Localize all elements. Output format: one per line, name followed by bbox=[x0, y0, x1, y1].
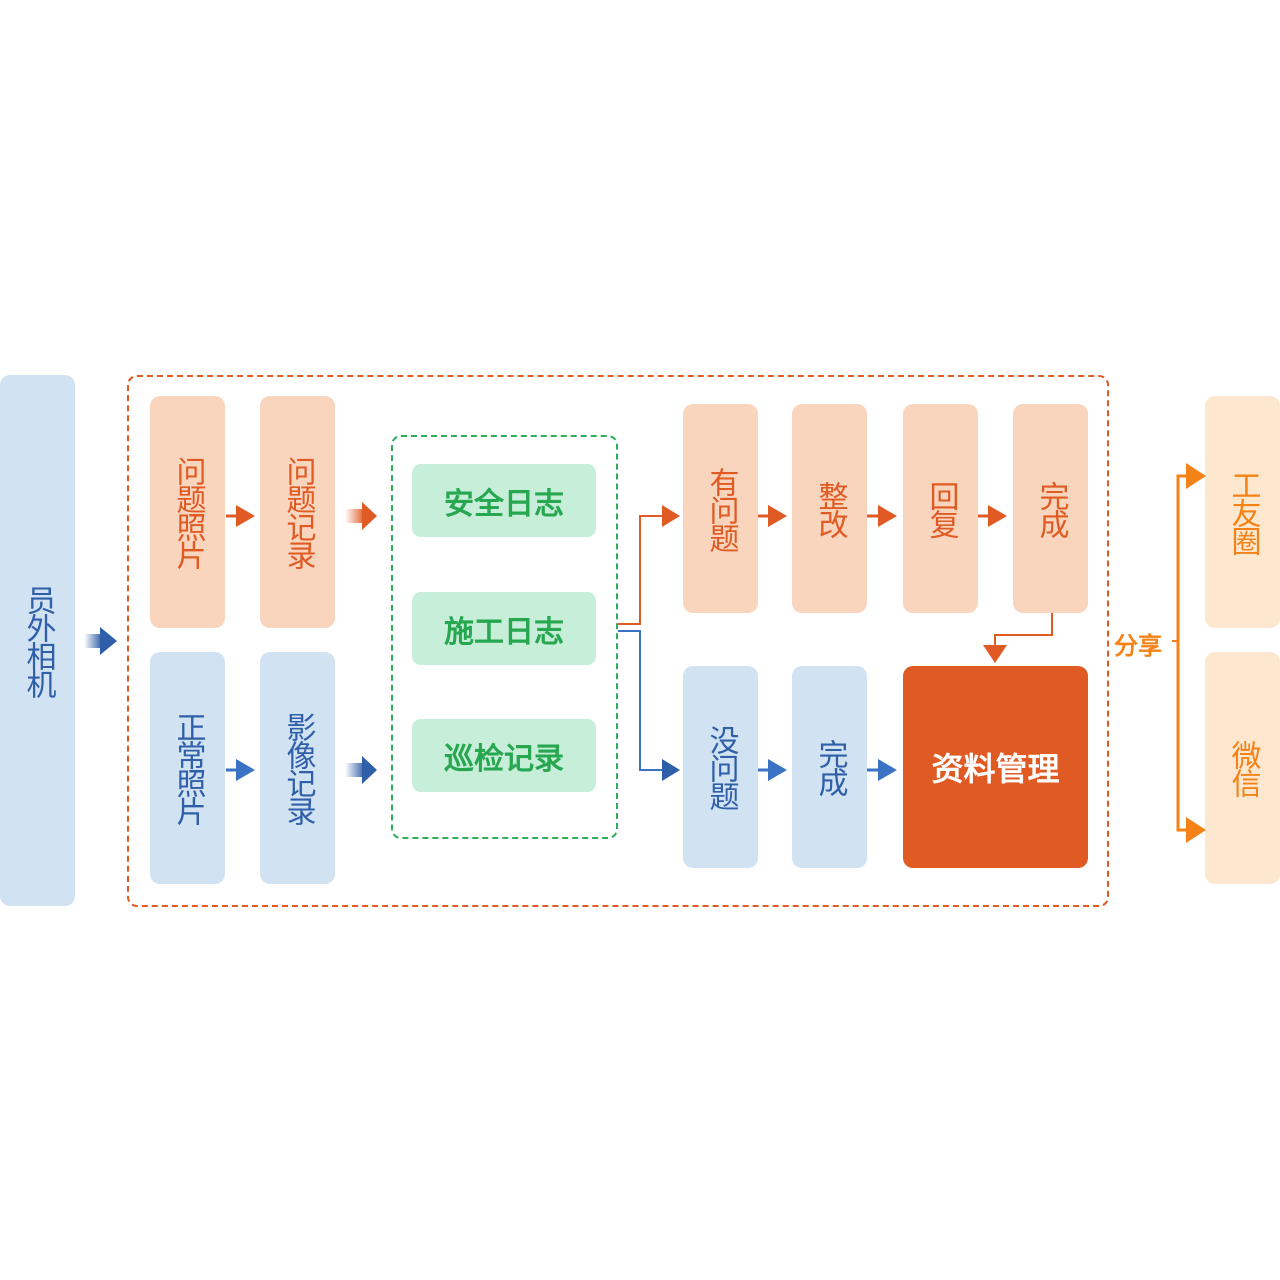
log-item-label: 安全日志 bbox=[444, 486, 564, 522]
logs-group bbox=[391, 435, 618, 839]
log-item-label: 施工日志 bbox=[444, 614, 564, 650]
log-item-label: 巡检记录 bbox=[444, 741, 564, 777]
share-label: 分享 bbox=[1112, 626, 1164, 661]
log-item-inspection[interactable]: 巡检记录 bbox=[412, 719, 596, 792]
flow-label: 完成 bbox=[812, 739, 848, 795]
data-management-label: 资料管理 bbox=[931, 750, 1060, 788]
share-bracket bbox=[1172, 463, 1206, 843]
flow-no-problem[interactable]: 没问题 bbox=[683, 666, 758, 868]
image-record-box[interactable]: 影像记录 bbox=[260, 652, 335, 884]
flow-reply[interactable]: 回复 bbox=[903, 404, 978, 613]
flow-problem-complete[interactable]: 完成 bbox=[1013, 404, 1088, 613]
flow-ok-complete[interactable]: 完成 bbox=[792, 666, 867, 868]
share-target-label: 工友圈 bbox=[1225, 470, 1261, 554]
flow-rectify[interactable]: 整改 bbox=[792, 404, 867, 613]
source-camera-label: 员外相机 bbox=[20, 584, 56, 697]
share-target-wechat[interactable]: 微信 bbox=[1205, 652, 1280, 884]
problem-record-label: 问题记录 bbox=[280, 456, 316, 568]
problem-record-box[interactable]: 问题记录 bbox=[260, 396, 335, 628]
flow-label: 回复 bbox=[923, 480, 959, 537]
normal-photo-label: 正常照片 bbox=[170, 712, 206, 824]
data-management-box[interactable]: 资料管理 bbox=[903, 666, 1088, 868]
share-target-label: 微信 bbox=[1225, 740, 1261, 796]
arrow-source-to-process bbox=[84, 627, 117, 655]
flow-label: 完成 bbox=[1033, 480, 1069, 537]
source-camera-box[interactable]: 员外相机 bbox=[0, 375, 75, 906]
normal-photo-box[interactable]: 正常照片 bbox=[150, 652, 225, 884]
image-record-label: 影像记录 bbox=[280, 712, 316, 824]
flow-has-problem[interactable]: 有问题 bbox=[683, 404, 758, 613]
flow-label: 没问题 bbox=[703, 725, 739, 809]
log-item-safety[interactable]: 安全日志 bbox=[412, 464, 596, 537]
flow-label: 整改 bbox=[812, 480, 848, 537]
process-container bbox=[127, 375, 1109, 907]
log-item-construction[interactable]: 施工日志 bbox=[412, 592, 596, 665]
problem-photo-box[interactable]: 问题照片 bbox=[150, 396, 225, 628]
flow-label: 有问题 bbox=[703, 466, 739, 551]
problem-photo-label: 问题照片 bbox=[170, 456, 206, 568]
share-target-coworkers[interactable]: 工友圈 bbox=[1205, 396, 1280, 628]
